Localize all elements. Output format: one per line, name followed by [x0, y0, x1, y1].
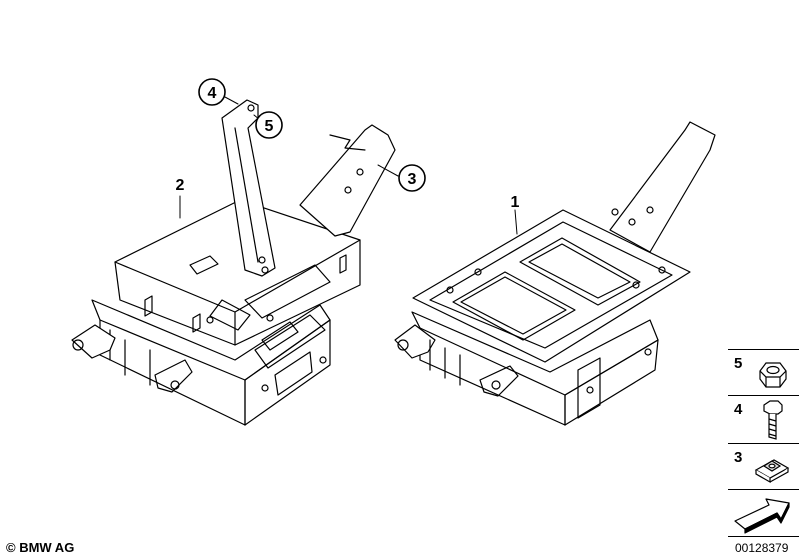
callout-2: 2	[176, 177, 185, 194]
clip-nut-icon	[754, 459, 790, 484]
document-number: 00128379	[735, 541, 789, 555]
callout-1: 1	[511, 194, 520, 211]
callout-4: 4	[208, 85, 217, 102]
legend-row-bolt: 4	[728, 395, 799, 444]
arrow-icon	[734, 498, 790, 534]
bracket-assembly-left	[71, 99, 396, 426]
parts-legend: 5 4 3	[728, 349, 799, 537]
legend-row-clip: 3	[728, 443, 799, 490]
legend-row-nut: 5	[728, 349, 799, 396]
hex-nut-icon	[759, 362, 787, 388]
callout-3: 3	[408, 171, 417, 188]
copyright-text: © BMW AG	[6, 540, 75, 555]
callout-circle-5	[255, 111, 283, 139]
bracket-assembly-right	[394, 121, 716, 426]
callout-5: 5	[265, 118, 274, 135]
legend-label-5: 5	[734, 355, 743, 372]
legend-label-3: 3	[734, 449, 743, 466]
legend-label-4: 4	[734, 401, 743, 418]
callout-circle-3	[398, 164, 426, 192]
callout-circle-4	[198, 78, 226, 106]
bolt-icon	[763, 400, 783, 440]
legend-row-arrow	[728, 489, 799, 537]
